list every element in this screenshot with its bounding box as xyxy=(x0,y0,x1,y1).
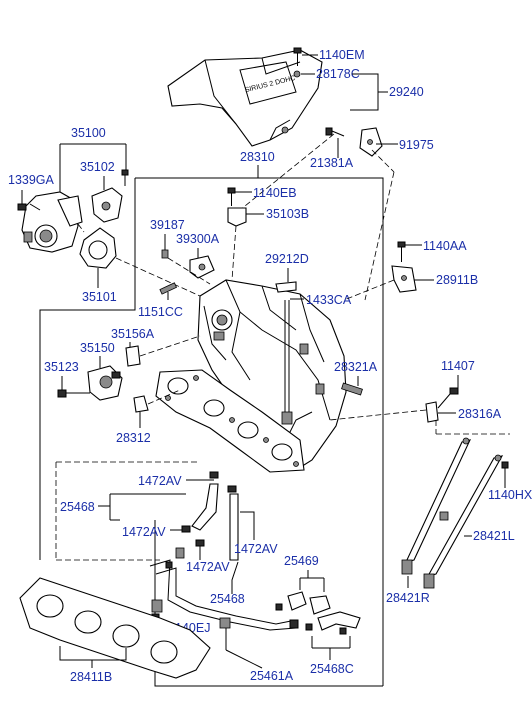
bolt-1151CC-icon xyxy=(159,282,178,295)
label-1140AA: 1140AA xyxy=(423,239,467,253)
label-39300A: 39300A xyxy=(176,232,220,246)
engine-cover: SIRIUS 2 DOHC xyxy=(167,49,323,147)
label-39187: 39187 xyxy=(150,218,185,232)
bolt-1339GA-icon xyxy=(17,203,27,211)
label-1433CA: 1433CA xyxy=(306,293,352,307)
bolt-1140AA-icon xyxy=(397,241,406,262)
stay-28421R-icon xyxy=(401,437,471,575)
label-35123: 35123 xyxy=(44,360,79,374)
stay-28421L-icon xyxy=(423,454,504,589)
water-pipe-25461A-icon xyxy=(149,547,299,631)
bolt-1140HX-icon xyxy=(501,461,509,469)
manifold-runner-flange-icon xyxy=(155,369,305,473)
bolt-21381A-icon xyxy=(325,127,345,137)
label-28178C: 28178C xyxy=(316,67,360,81)
label-25461A: 25461A xyxy=(250,669,294,683)
label-1140EM: 1140EM xyxy=(319,48,365,62)
label-1472AV-c: 1472AV xyxy=(234,542,278,556)
label-35150: 35150 xyxy=(80,341,115,355)
label-28312: 28312 xyxy=(116,431,151,445)
label-28316A: 28316A xyxy=(458,407,502,421)
label-29212D: 29212D xyxy=(265,252,309,266)
label-28321A: 28321A xyxy=(334,360,378,374)
sensor-39187-icon xyxy=(161,249,169,259)
gasket-35101-icon xyxy=(79,227,117,269)
label-35100: 35100 xyxy=(71,126,106,140)
label-28421R: 28421R xyxy=(386,591,430,605)
label-1151CC: 1151CC xyxy=(138,305,183,319)
label-28421L: 28421L xyxy=(473,529,515,543)
label-91975: 91975 xyxy=(399,138,434,152)
label-35102: 35102 xyxy=(80,160,115,174)
hose-25469-icon xyxy=(275,591,361,635)
clamp-1472AV-d-icon xyxy=(195,539,205,547)
bracket-35103B-icon xyxy=(227,207,247,227)
label-1140HX: 1140HX xyxy=(488,488,532,502)
label-1140EB: 1140EB xyxy=(253,186,297,200)
clamp-1472AV-b-icon xyxy=(181,525,191,533)
label-35156A: 35156A xyxy=(111,327,155,341)
bracket-91975-icon xyxy=(359,127,383,157)
bolt-35123-icon xyxy=(57,389,90,398)
hose-29212D-icon xyxy=(275,281,297,293)
stud-28321A-icon xyxy=(341,382,363,396)
label-25468-a: 25468 xyxy=(60,500,95,514)
idle-speed-actuator-icon xyxy=(87,365,123,401)
label-25468C: 25468C xyxy=(310,662,354,676)
hose-25468-a-icon xyxy=(191,483,239,561)
gasket-35156A-icon xyxy=(125,345,141,367)
label-1472AV-d: 1472AV xyxy=(186,560,230,574)
manifold-group-frame xyxy=(39,165,384,687)
label-11407: 11407 xyxy=(441,359,475,373)
label-29240: 29240 xyxy=(389,85,424,99)
label-28911B: 28911B xyxy=(436,273,478,287)
pipe-1433CA-icon xyxy=(281,300,293,425)
throttle-body-icon xyxy=(21,191,83,253)
clip-28312-icon xyxy=(133,395,149,413)
bolt-1140EM-icon xyxy=(293,47,302,66)
label-35101: 35101 xyxy=(82,290,117,304)
bolt-1140EB-icon xyxy=(227,187,236,206)
label-28310: 28310 xyxy=(240,150,275,164)
grommet-28178C-icon xyxy=(293,70,301,78)
clamp-1472AV-a-icon xyxy=(209,471,219,479)
label-21381A: 21381A xyxy=(310,156,354,170)
label-25468-b: 25468 xyxy=(210,592,245,606)
label-25469: 25469 xyxy=(284,554,319,568)
bracket-28316A-icon xyxy=(425,401,439,423)
clamp-1472AV-top-icon xyxy=(227,485,237,493)
label-1339GA: 1339GA xyxy=(8,173,55,187)
label-1472AV-a: 1472AV xyxy=(138,474,182,488)
throttle-position-sensor-icon xyxy=(91,187,123,223)
screw-35102-icon xyxy=(121,169,129,186)
label-28411B: 28411B xyxy=(70,670,112,684)
label-1472AV-b: 1472AV xyxy=(122,525,166,539)
bolt-11407-icon xyxy=(437,387,459,409)
map-sensor-39300A-icon xyxy=(189,255,215,279)
bracket-28911B-icon xyxy=(391,265,417,293)
manifold-gasket-28411B-icon xyxy=(19,577,211,679)
label-35103B: 35103B xyxy=(266,207,309,221)
